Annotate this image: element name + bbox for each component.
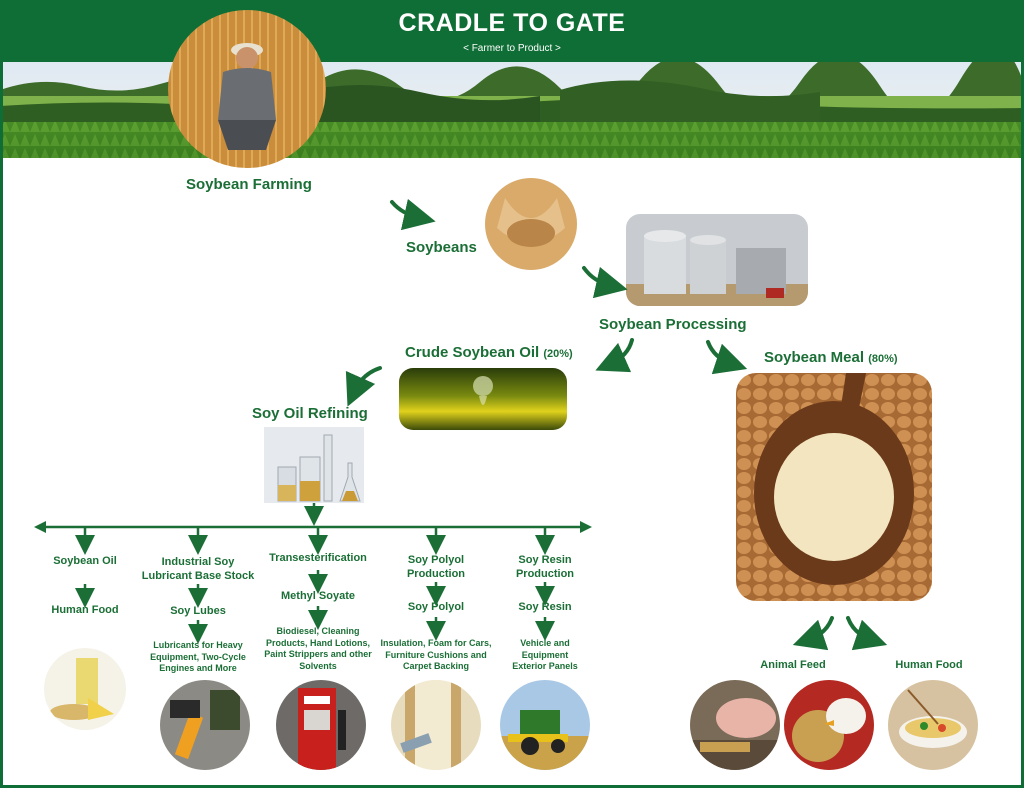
- branch-polyol-category: Soy Polyol Production: [406, 554, 466, 581]
- branch-transesterification-category: Transesterification: [269, 552, 367, 564]
- branch-soybean-oil-product: Human Food: [51, 604, 119, 616]
- branch-soybean-oil-category: Soybean Oil: [53, 555, 117, 567]
- branch-resin-category: Soy Resin Production: [515, 554, 575, 581]
- header-banner: [0, 0, 1024, 62]
- branch-lubricant-product: Soy Lubes: [170, 605, 226, 617]
- soybean-processing-label: Soybean Processing: [599, 316, 747, 333]
- pig-feeding-photo: [690, 680, 780, 770]
- soybean-meal-photo: [736, 373, 932, 601]
- oil-drop-photo: [399, 368, 567, 430]
- branch-lubricant-uses: Lubricants for Heavy Equipment, Two-Cycl…: [150, 640, 246, 674]
- branch-transesterification-uses: Biodiesel, Cleaning Products, Hand Lotio…: [264, 626, 372, 672]
- branch-resin-uses: Vehicle and Equipment Exterior Panels: [512, 638, 578, 672]
- animal-feed-label: Animal Feed: [760, 659, 826, 671]
- branch-lubricant-category: Industrial Soy Lubricant Base Stock: [141, 556, 255, 583]
- soybeans-photo: [485, 178, 577, 270]
- crude-oil-percent: (20%): [543, 348, 573, 360]
- crude-soybean-oil-label: Crude Soybean Oil (20%): [405, 344, 573, 361]
- branch-resin-product: Soy Resin: [518, 601, 572, 613]
- page-subtitle: < Farmer to Product >: [463, 43, 561, 54]
- spray-foam-insulation-photo: [391, 680, 481, 770]
- noodle-bowl-photo: [888, 680, 978, 770]
- frame-bottom-border: [0, 785, 1024, 788]
- processing-plant-photo: [626, 214, 808, 306]
- lubricant-application-photo: [160, 680, 250, 770]
- biodiesel-pump-photo: [276, 680, 366, 770]
- soy-oil-refining-label: Soy Oil Refining: [252, 405, 368, 422]
- soybean-meal-label: Soybean Meal (80%): [764, 349, 898, 366]
- lab-glassware-photo: [264, 427, 364, 503]
- branch-polyol-product: Soy Polyol: [407, 601, 465, 613]
- branch-polyol-uses: Insulation, Foam for Cars, Furniture Cus…: [380, 638, 492, 672]
- meal-percent: (80%): [868, 353, 898, 365]
- branch-transesterification-product: Methyl Soyate: [281, 590, 355, 602]
- farmer-photo: [168, 10, 326, 168]
- cooking-oil-food-photo: [44, 648, 126, 730]
- frame-left-border: [0, 62, 3, 788]
- chicken-feeding-photo: [784, 680, 874, 770]
- combine-harvester-photo: [500, 680, 590, 770]
- frame-right-border: [1021, 62, 1024, 788]
- soybean-farming-label: Soybean Farming: [186, 176, 312, 193]
- soybeans-label: Soybeans: [406, 239, 477, 256]
- human-food-meal-label: Human Food: [895, 659, 963, 671]
- page-title: CRADLE TO GATE: [398, 9, 626, 37]
